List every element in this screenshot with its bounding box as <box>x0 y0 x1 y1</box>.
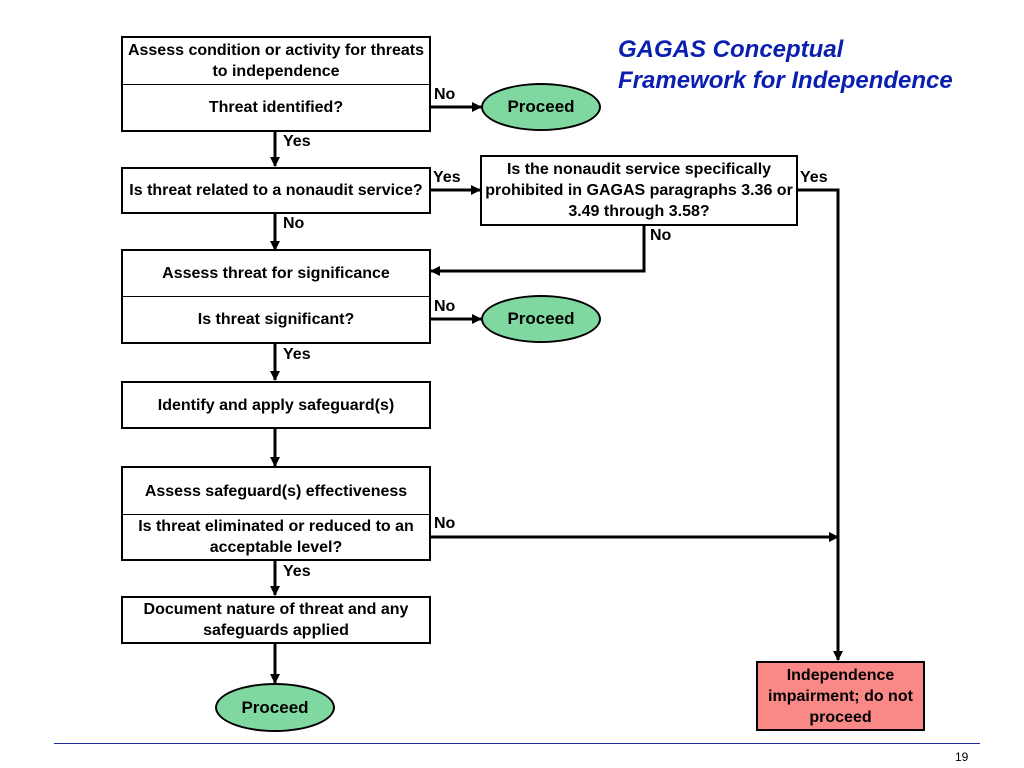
label-no-eliminated: No <box>434 515 456 532</box>
label-yes-significant: Yes <box>283 346 311 363</box>
independence-impairment-box: Independence impairment; do not proceed <box>756 661 925 731</box>
is-significant-box: Is threat significant? <box>121 296 431 344</box>
proceed-oval-2: Proceed <box>481 295 601 343</box>
label-yes-eliminated: Yes <box>283 563 311 580</box>
document-text: Document nature of threat and any safegu… <box>143 601 409 639</box>
nonaudit-prohibited-text: Is the nonaudit service specifically pro… <box>485 161 793 220</box>
proceed-oval-1-text: Proceed <box>507 97 575 116</box>
threat-identified-box: Threat identified? <box>121 84 431 132</box>
is-eliminated-box: Is threat eliminated or reduced to an ac… <box>121 514 431 561</box>
apply-safeguards-text: Identify and apply safeguard(s) <box>157 396 395 414</box>
document-box: Document nature of threat and any safegu… <box>121 596 431 644</box>
nonaudit-prohibited-box: Is the nonaudit service specifically pro… <box>480 155 798 226</box>
arrow-prohibited-yes-to-impairment <box>797 188 843 661</box>
arrow-prohibited-no-to-significance <box>430 225 646 276</box>
nonaudit-related-text: Is threat related to a nonaudit service? <box>129 182 423 199</box>
label-yes-nonaudit: Yes <box>433 169 461 186</box>
label-no-threat: No <box>434 86 456 103</box>
label-no-significant: No <box>434 298 456 315</box>
assess-effectiveness-text: Assess safeguard(s) effectiveness <box>144 482 408 500</box>
apply-safeguards-box: Identify and apply safeguard(s) <box>121 381 431 429</box>
proceed-oval-2-text: Proceed <box>507 309 575 328</box>
proceed-oval-3-text: Proceed <box>241 697 309 717</box>
footer-divider <box>54 743 980 744</box>
title-line-1: GAGAS Conceptual <box>618 36 844 63</box>
label-yes-prohibited: Yes <box>800 169 828 186</box>
assess-effectiveness-box: Assess safeguard(s) effectiveness <box>121 466 431 515</box>
page-number: 19 <box>955 750 969 764</box>
proceed-oval-1: Proceed <box>481 83 601 131</box>
label-no-prohibited: No <box>650 227 672 244</box>
is-eliminated-text: Is threat eliminated or reduced to an ac… <box>138 518 414 556</box>
label-no-nonaudit: No <box>283 215 305 232</box>
diagram-title: GAGAS Conceptual Framework for Independe… <box>618 34 1018 96</box>
title-line-2: Framework for Independence <box>618 67 953 94</box>
is-significant-text: Is threat significant? <box>197 311 355 328</box>
nonaudit-related-box: Is threat related to a nonaudit service? <box>121 167 431 214</box>
assess-condition-text: Assess condition or activity for threats… <box>127 42 425 80</box>
assess-significance-box: Assess threat for significance <box>121 249 431 297</box>
assess-condition-box: Assess condition or activity for threats… <box>121 36 431 85</box>
assess-significance-text: Assess threat for significance <box>162 265 390 282</box>
independence-impairment-text: Independence impairment; do not proceed <box>768 666 913 726</box>
threat-identified-text: Threat identified? <box>208 99 344 116</box>
proceed-oval-3: Proceed <box>215 683 335 732</box>
label-yes-threat: Yes <box>283 133 311 150</box>
